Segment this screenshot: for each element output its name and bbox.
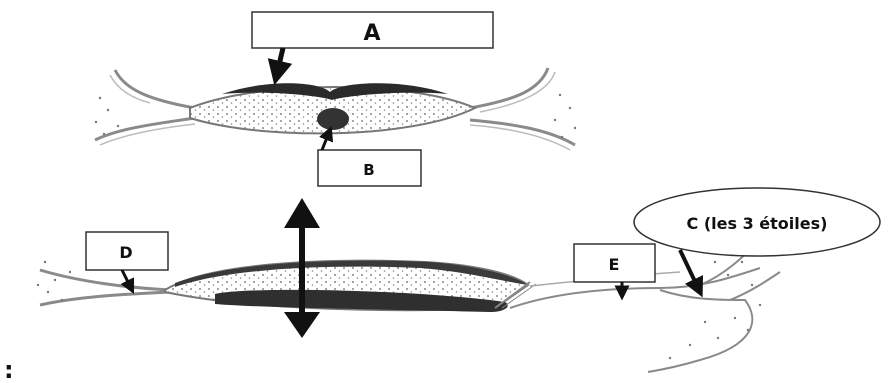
double-arrow: [284, 198, 320, 338]
lower-cell: [36, 239, 781, 373]
upper-cell: [94, 67, 577, 151]
label-c: C (les 3 étoiles): [633, 187, 881, 298]
label-d-arrow: [120, 269, 135, 295]
label-a-arrow: [267, 47, 293, 86]
label-b-arrow: [319, 125, 334, 151]
label-c-text: C (les 3 étoiles): [687, 214, 828, 233]
label-d: D: [85, 231, 169, 295]
label-e: E: [573, 243, 656, 301]
label-b-text: B: [363, 161, 374, 179]
label-c-arrow: [678, 249, 704, 298]
label-b: B: [317, 125, 422, 187]
label-e-text: E: [609, 255, 620, 274]
label-a: A: [251, 11, 494, 86]
label-d-text: D: [119, 243, 132, 262]
label-a-text: A: [363, 21, 380, 46]
footer-mark: :: [4, 356, 14, 383]
